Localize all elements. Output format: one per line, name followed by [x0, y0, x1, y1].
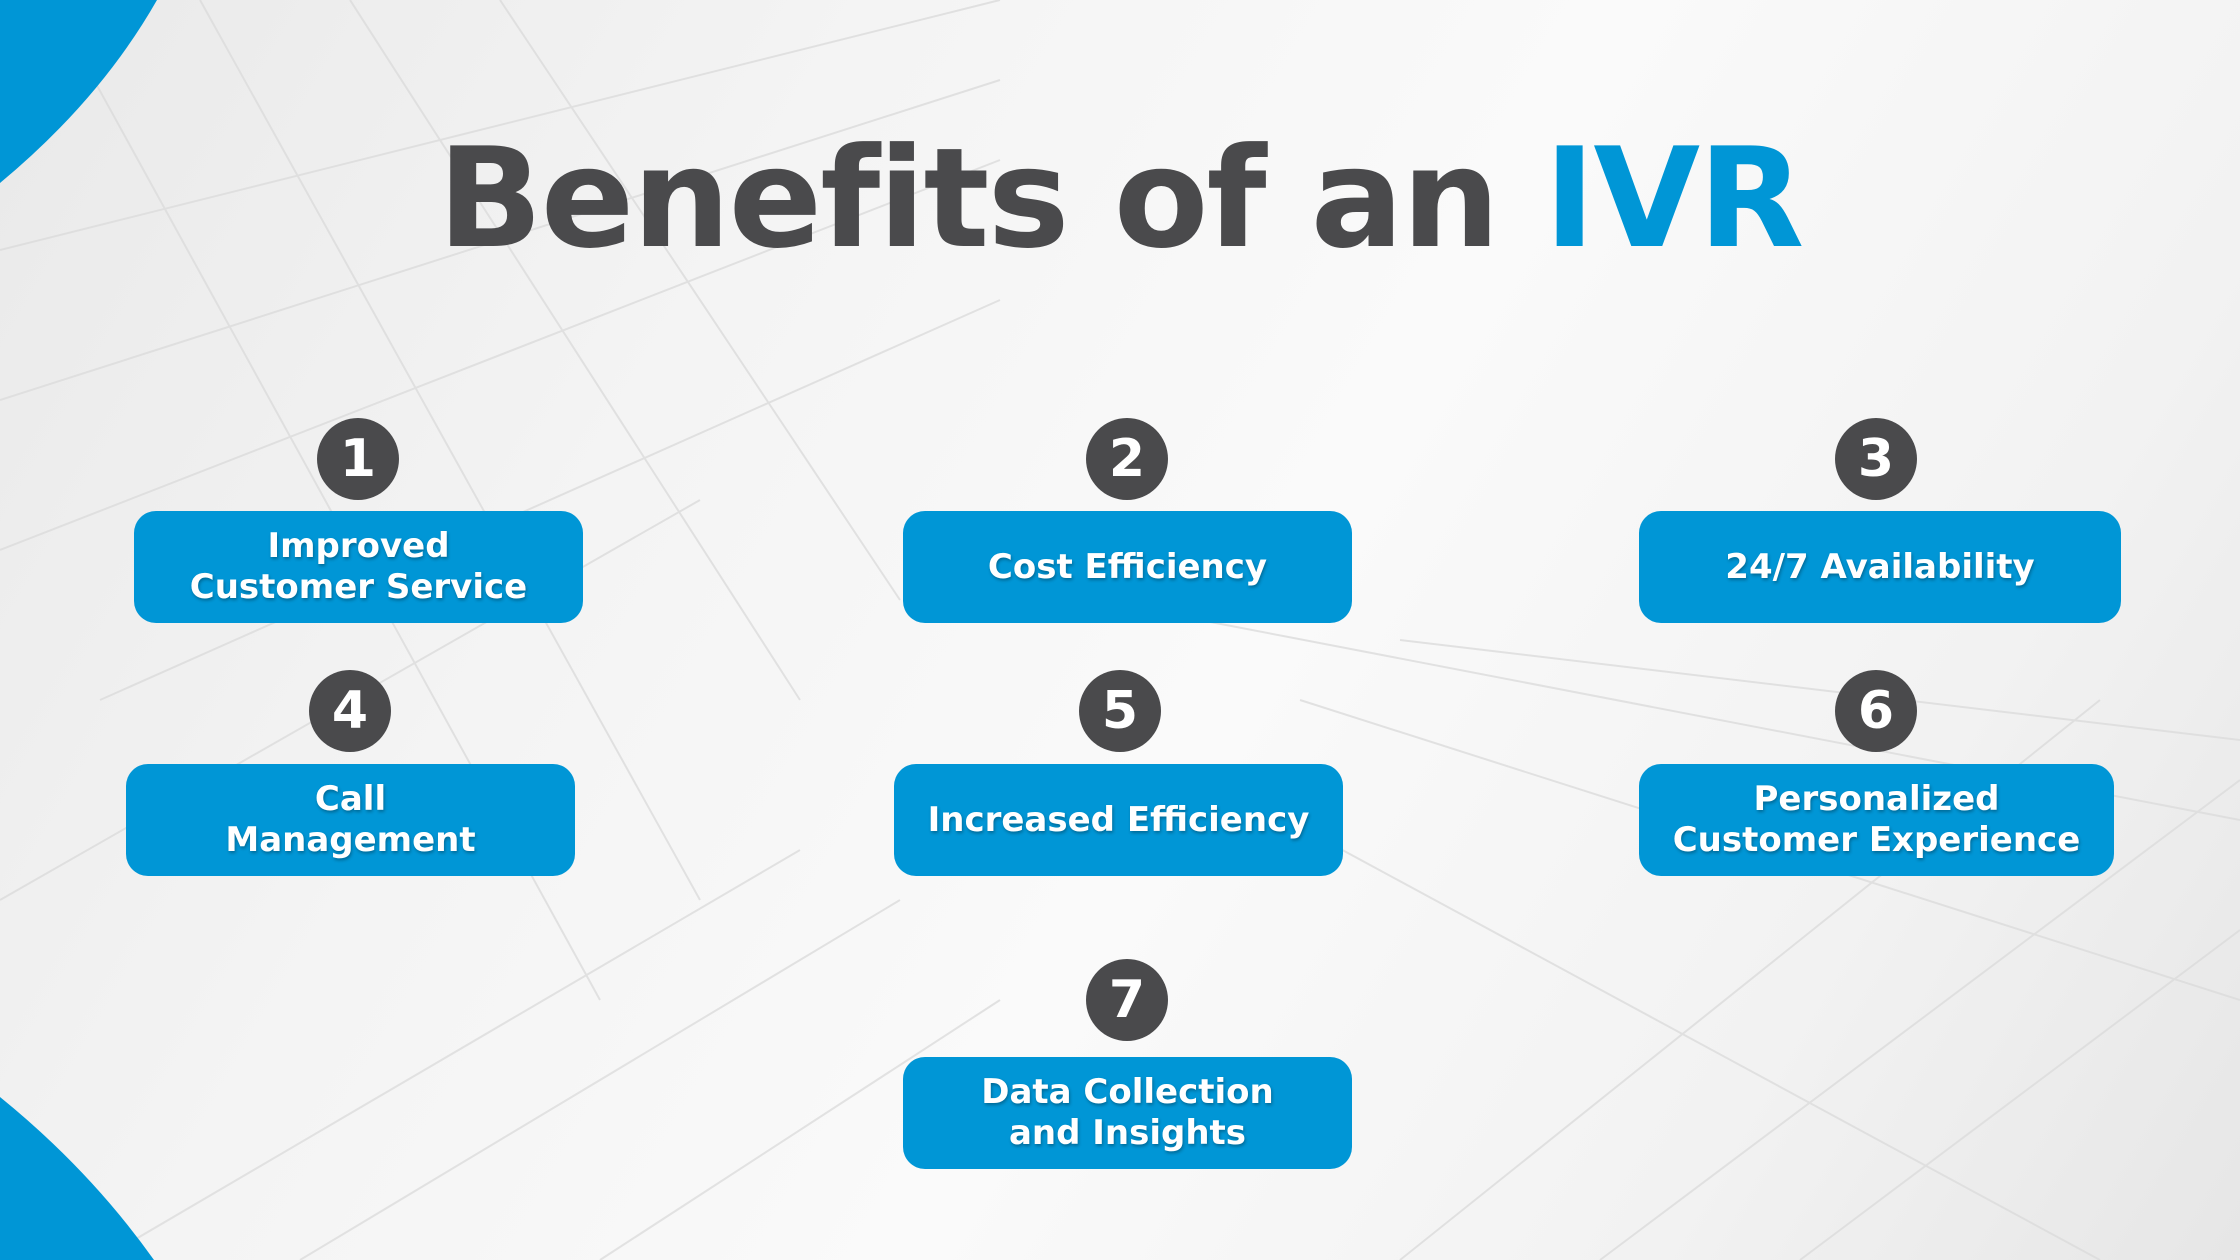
benefit-card-call-management: Call Management — [126, 764, 575, 876]
benefit-label: Personalized — [1753, 779, 2000, 819]
benefit-label: Improved — [267, 526, 450, 566]
number-badge-2: 2 — [1086, 418, 1168, 500]
page-title: Benefits of an IVR — [437, 118, 1805, 279]
benefit-label: Management — [225, 820, 476, 860]
number-badge-4: 4 — [309, 670, 391, 752]
benefit-label: Customer Service — [189, 567, 528, 607]
number-badge-5: 5 — [1079, 670, 1161, 752]
benefit-card-improved-customer-service: Improved Customer Service — [134, 511, 583, 623]
number-badge-3: 3 — [1835, 418, 1917, 500]
benefit-card-data-collection: Data Collection and Insights — [903, 1057, 1352, 1169]
corner-decoration-bottom — [0, 1097, 154, 1260]
benefit-label: Customer Experience — [1672, 820, 2081, 860]
benefit-label: Data Collection — [981, 1072, 1274, 1112]
benefit-label: and Insights — [1008, 1113, 1247, 1153]
benefit-label: Call — [314, 779, 387, 819]
benefit-card-cost-efficiency: Cost Efficiency — [903, 511, 1352, 623]
benefit-card-increased-efficiency: Increased Efficiency — [894, 764, 1343, 876]
corner-decoration-top — [0, 0, 157, 183]
number-badge-1: 1 — [317, 418, 399, 500]
benefit-card-personalized-experience: Personalized Customer Experience — [1639, 764, 2114, 876]
benefit-label: Increased Efficiency — [927, 799, 1310, 840]
benefit-label: 24/7 Availability — [1725, 546, 2035, 587]
benefit-card-availability: 24/7 Availability — [1639, 511, 2121, 623]
benefit-label: Cost Efficiency — [987, 546, 1268, 587]
number-badge-6: 6 — [1835, 670, 1917, 752]
number-badge-7: 7 — [1086, 959, 1168, 1041]
title-accent: IVR — [1544, 118, 1804, 279]
